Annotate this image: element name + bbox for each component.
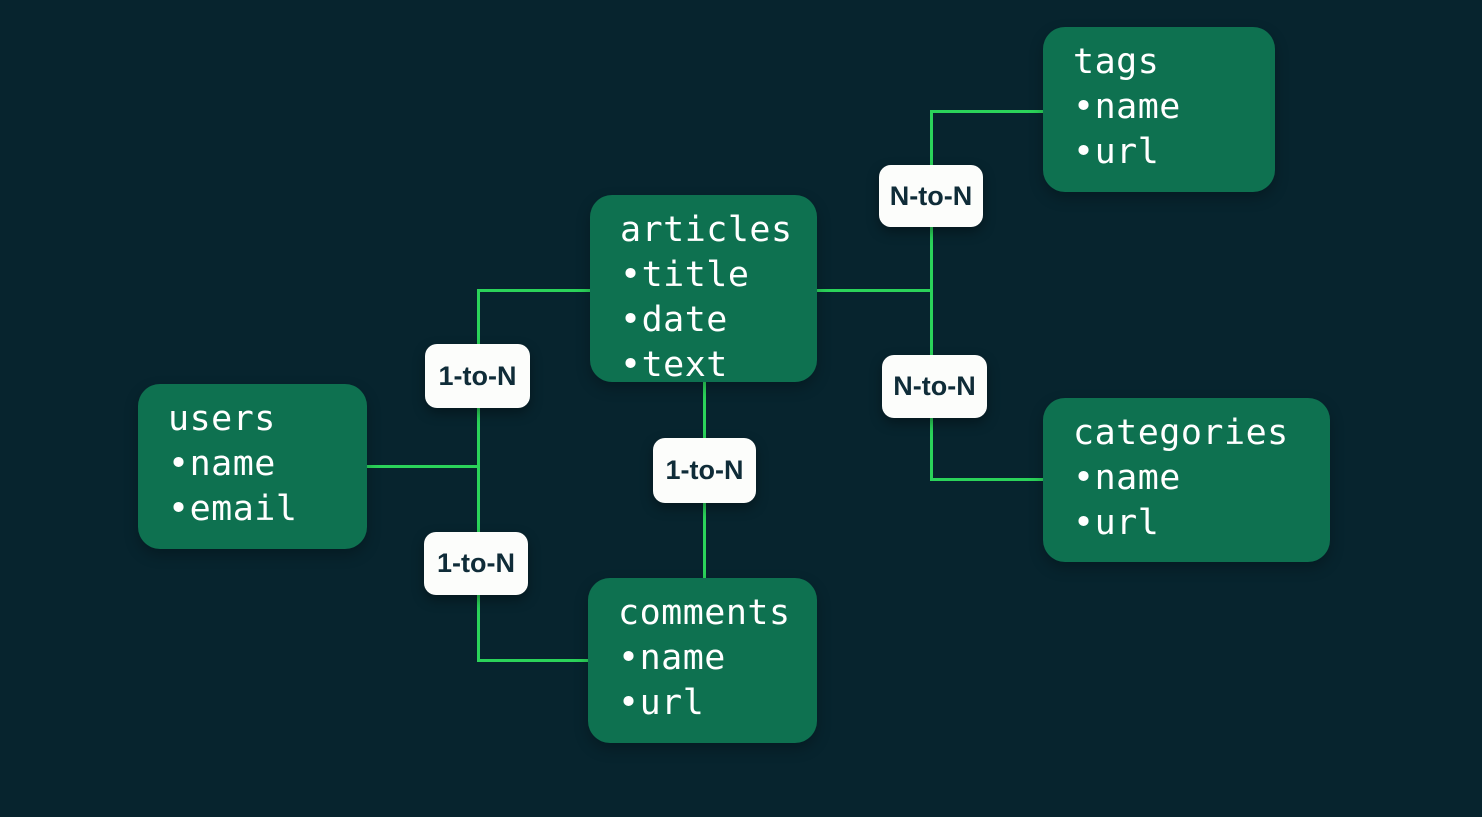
- bullet-icon: •: [168, 489, 190, 529]
- relationship-label-articles-categories: N-to-N: [882, 355, 987, 418]
- relationship-label-text: 1-to-N: [438, 360, 517, 391]
- relationship-label-text: N-to-N: [893, 371, 976, 401]
- relationship-label-text: 1-to-N: [437, 548, 515, 578]
- entity-categories-title: categories: [1073, 413, 1289, 453]
- bullet-icon: •: [620, 345, 642, 385]
- connector-line-articles-to-right-junction: [817, 289, 933, 292]
- field-name: name: [1094, 458, 1181, 498]
- entity-tags-field-url: •url: [1073, 130, 1275, 175]
- field-name: name: [189, 444, 276, 484]
- entity-users-title: users: [168, 399, 276, 439]
- relationship-label-articles-tags: N-to-N: [879, 165, 983, 227]
- field-name: text: [641, 345, 728, 385]
- relationship-label-text: N-to-N: [889, 180, 973, 211]
- entity-comments-field-name: •name: [618, 636, 817, 681]
- connector-line-junction-to-articles: [477, 289, 590, 292]
- connector-line-right-vertical: [930, 110, 933, 481]
- bullet-icon: •: [618, 683, 640, 723]
- bullet-icon: •: [168, 444, 190, 484]
- field-name: url: [1094, 132, 1160, 172]
- relationship-label-text: 1-to-N: [665, 455, 744, 485]
- field-name: date: [641, 300, 728, 340]
- entity-tags-field-name: •name: [1073, 85, 1275, 130]
- field-name: url: [1094, 503, 1160, 543]
- entity-users-field-name: •name: [168, 442, 367, 487]
- entity-articles-field-text: •text: [620, 343, 817, 388]
- entity-categories-field-name: •name: [1073, 456, 1330, 501]
- entity-categories: categories•name•url: [1043, 398, 1330, 562]
- field-name: name: [1094, 87, 1181, 127]
- connector-line-users-to-junction: [367, 465, 480, 468]
- bullet-icon: •: [1073, 458, 1095, 498]
- entity-categories-field-url: •url: [1073, 501, 1330, 546]
- bullet-icon: •: [1073, 132, 1095, 172]
- entity-tags: tags•name•url: [1043, 27, 1275, 192]
- relationship-label-articles-comments: 1-to-N: [653, 438, 756, 503]
- field-name: email: [189, 489, 298, 529]
- entity-articles-field-title: •title: [620, 253, 817, 298]
- entity-comments: comments•name•url: [588, 578, 817, 743]
- entity-comments-title: comments: [618, 593, 791, 633]
- entity-articles: articles•title•date•text: [590, 195, 817, 385]
- entity-tags-title: tags: [1073, 42, 1160, 82]
- relationship-label-users-comments: 1-to-N: [424, 532, 528, 595]
- entity-comments-field-url: •url: [618, 681, 817, 726]
- field-name: url: [639, 683, 705, 723]
- entity-users: users•name•email: [138, 384, 367, 549]
- connector-line-junction-to-categories: [930, 478, 1043, 481]
- bullet-icon: •: [620, 300, 642, 340]
- entity-users-field-email: •email: [168, 487, 367, 532]
- bullet-icon: •: [620, 255, 642, 295]
- bullet-icon: •: [618, 638, 640, 678]
- entity-articles-title: articles: [620, 210, 793, 250]
- connector-line-junction-to-comments: [477, 659, 590, 662]
- connector-line-junction-to-tags: [930, 110, 1043, 113]
- field-name: name: [639, 638, 726, 678]
- bullet-icon: •: [1073, 87, 1095, 127]
- relationship-label-users-articles: 1-to-N: [425, 344, 530, 408]
- bullet-icon: •: [1073, 503, 1095, 543]
- connector-line-left-vertical: [477, 289, 480, 662]
- field-name: title: [641, 255, 750, 295]
- entity-articles-field-date: •date: [620, 298, 817, 343]
